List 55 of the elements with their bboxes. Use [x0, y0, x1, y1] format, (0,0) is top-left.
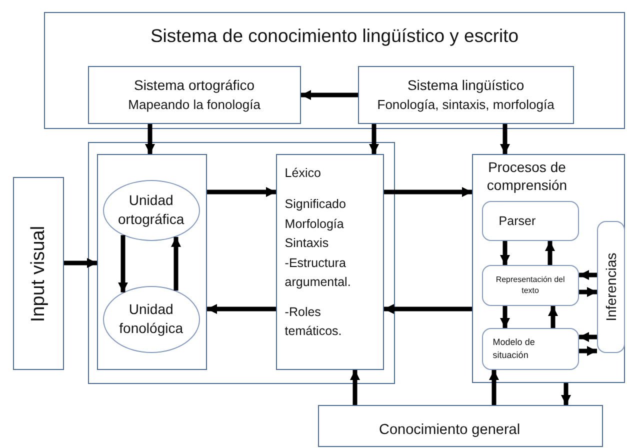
knowledge-box [318, 405, 603, 447]
unit-label: Unidad ortográfica [117, 191, 186, 230]
lexicon-item: -Roles temáticos. [284, 304, 343, 340]
arrow [500, 306, 510, 328]
box-title: Sistema lingüístico [407, 76, 524, 95]
box-title: Léxico [284, 164, 322, 182]
lexicon-item: Significado [284, 196, 347, 214]
arrow [301, 90, 358, 100]
process-label: Representación del texto [495, 274, 566, 297]
arrow [207, 187, 276, 197]
arrow [384, 187, 472, 197]
lexicon-item: Sintaxis [284, 235, 330, 252]
system-box [88, 66, 301, 124]
arrow [545, 241, 555, 265]
box-title: Conocimiento general [379, 422, 520, 438]
box-title: Input visual [28, 225, 50, 322]
unit-label: Unidad fonológica [118, 300, 184, 338]
arrow [500, 241, 510, 265]
arrow [384, 304, 472, 314]
arrow [579, 346, 597, 356]
box-text: Mapeando la fonología [128, 96, 260, 114]
process-label: Modelo de situación [492, 336, 536, 362]
box-title: Inferencias [602, 252, 619, 322]
arrow [207, 304, 276, 314]
input-box [13, 177, 64, 370]
arrow [489, 370, 499, 405]
arrow [369, 124, 379, 154]
arrow [171, 236, 181, 291]
system-box [358, 66, 574, 124]
process-panel [472, 154, 625, 383]
arrow [350, 370, 360, 405]
arrow [500, 124, 510, 154]
box-text: Fonología, sintaxis, morfología [377, 96, 554, 114]
arrow [548, 306, 558, 328]
process-box [482, 200, 579, 241]
group-box [88, 142, 395, 384]
process-box [482, 264, 579, 306]
group-box [96, 154, 207, 370]
arrow [579, 270, 597, 280]
arrow [145, 124, 155, 154]
process-label: Parser [498, 212, 537, 230]
box-title: Procesos de comprensión [486, 158, 568, 194]
arrow [579, 332, 597, 342]
arrow [118, 235, 128, 292]
lexicon-item: Morfología [284, 216, 345, 233]
arrow [561, 383, 571, 405]
box-title: Sistema de conocimiento lingüístico y escrito [149, 25, 520, 47]
arrow [64, 258, 97, 268]
arrow [579, 287, 597, 297]
lexicon-box [276, 154, 384, 370]
inference-box [596, 220, 625, 353]
system-panel [44, 12, 625, 129]
lexicon-item: -Estructura argumental. [284, 254, 352, 292]
box-title: Sistema ortográfico [134, 76, 255, 95]
process-box [482, 328, 579, 370]
